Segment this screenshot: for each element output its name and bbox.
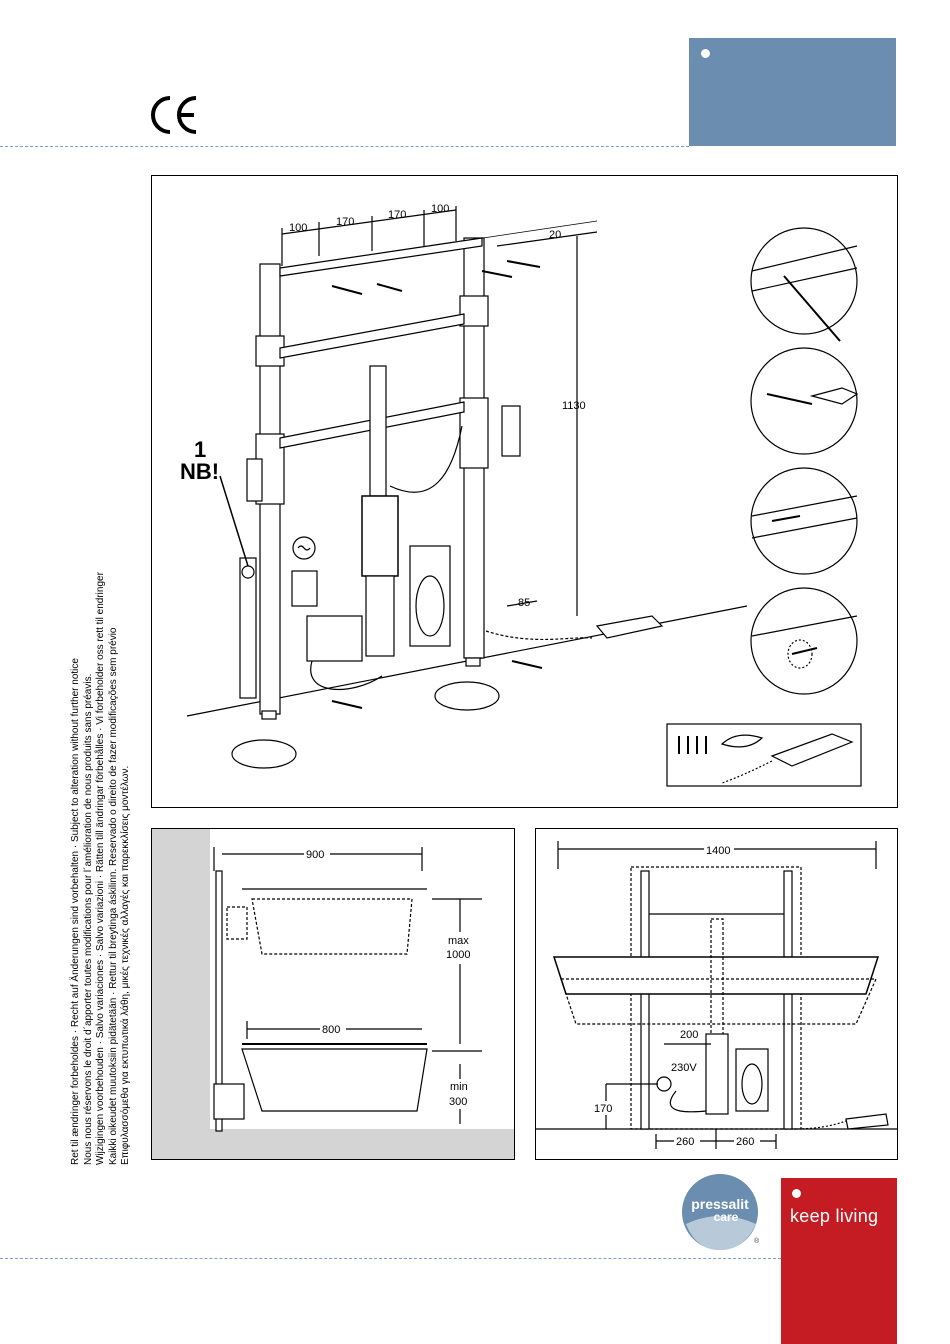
dim-170-left: 170	[336, 216, 354, 228]
footer-divider	[0, 1258, 781, 1259]
legal-notice: Ret til ændringer forbeholdes · Recht au…	[70, 572, 133, 1165]
ce-mark: CE	[148, 94, 200, 141]
legal-line: Kaikki oikeudet muutoksiin pidätetään · …	[107, 627, 119, 1166]
label-230v: 230V	[671, 1062, 697, 1074]
installation-drawing-panel: 100 170 170 100 20 1130 85 1 NB!	[151, 175, 898, 808]
header-divider	[0, 146, 689, 147]
pressalit-care-logo: pressalit care ®	[680, 1174, 764, 1252]
dim-170-height: 170	[594, 1103, 612, 1115]
legal-line: Επιφυλασσόμεθα για εκτυπωτικά λάθη, μικέ…	[120, 765, 131, 1165]
dim-260-left: 260	[676, 1136, 694, 1148]
dim-20: 20	[549, 229, 561, 241]
installation-drawing: 100 170 170 100 20 1130 85 1 NB!	[180, 203, 862, 787]
dim-1400: 1400	[706, 845, 730, 857]
legal-line: Wijzigingen voorbehouden · Salvo variaci…	[95, 572, 106, 1165]
dim-min-300: 300	[449, 1096, 467, 1108]
wall	[152, 829, 210, 1159]
dim-1130: 1130	[562, 400, 586, 412]
brand-tagline-box: keep living	[781, 1178, 897, 1344]
logo-text-care: care	[713, 1210, 739, 1224]
front-view-drawing: 1400 200 230V 170 260 260	[536, 841, 897, 1149]
side-view-drawing: 900 800 max 1000 min 300	[152, 829, 514, 1159]
header-accent-box	[689, 38, 896, 146]
legal-line: Nous nous réservons le droit d´apporter …	[82, 673, 94, 1165]
floor	[210, 1129, 514, 1159]
bullet-icon	[792, 1189, 801, 1198]
callout-nb: NB!	[180, 459, 219, 484]
side-view-panel: 900 800 max 1000 min 300	[151, 828, 515, 1160]
dim-170-right: 170	[388, 209, 406, 221]
front-view-panel: 1400 200 230V 170 260 260	[535, 828, 898, 1160]
registered-mark: ®	[754, 1238, 760, 1245]
dim-85: 85	[518, 597, 530, 609]
callout-number: 1	[194, 437, 206, 462]
bullet-icon	[701, 49, 710, 58]
logo-mark-icon	[682, 1174, 758, 1250]
dim-max-1000: 1000	[446, 949, 470, 961]
tagline: keep living	[790, 1206, 879, 1226]
ce-mark-icon	[151, 96, 197, 134]
dim-260-right: 260	[736, 1136, 754, 1148]
label-max: max	[448, 935, 469, 947]
dim-200: 200	[680, 1029, 698, 1041]
logo-text-pressalit: pressalit	[691, 1196, 749, 1212]
label-min: min	[450, 1081, 468, 1093]
dim-900: 900	[306, 849, 324, 861]
dim-100-right: 100	[431, 203, 449, 215]
dim-800: 800	[322, 1024, 340, 1036]
legal-line: Ret til ændringer forbeholdes · Recht au…	[70, 658, 81, 1165]
dim-100-left: 100	[289, 222, 307, 234]
